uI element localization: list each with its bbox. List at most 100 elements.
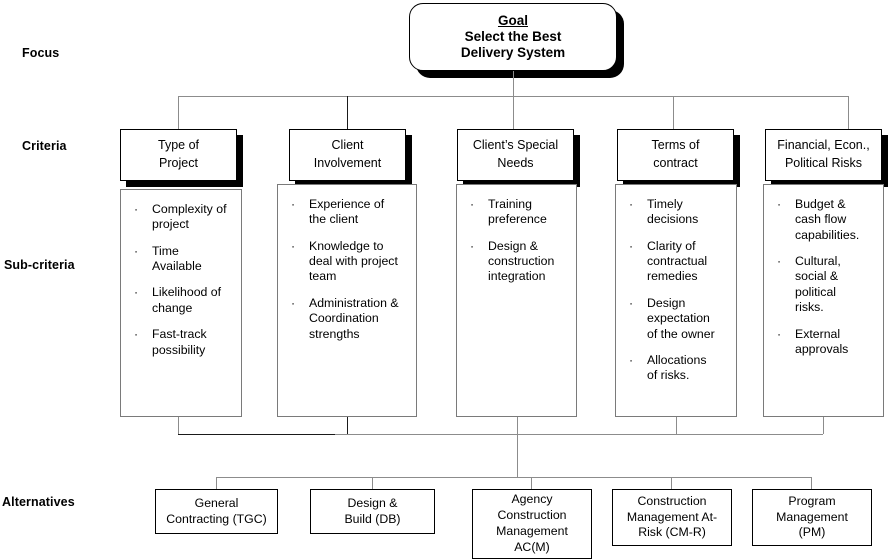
connector-gather-bus-left xyxy=(178,434,335,435)
connector-sub-riser-5 xyxy=(823,417,824,434)
subcriteria-item-line: capabilities. xyxy=(795,227,860,242)
criteria-label-3-line-1: Client’s Special xyxy=(472,138,559,153)
subcriteria-box-4[interactable]: · Timely decisions · Clarity of contract… xyxy=(615,184,737,417)
row-label-alternatives: Alternatives xyxy=(2,495,75,509)
alternative-label-line: Design & xyxy=(347,495,398,510)
alternative-label-line: AC(M) xyxy=(514,539,550,554)
criteria-label-5-line-1: Financial, Econ., xyxy=(777,138,870,153)
subcriteria-item-line: Fast-track xyxy=(152,327,207,342)
subcriteria-box-5[interactable]: · Budget & cash flow capabilities. · Cul… xyxy=(763,184,884,417)
bullet-icon: · xyxy=(470,238,475,253)
alternative-label-line: Construction xyxy=(637,493,707,508)
subcriteria-item: · Fast-track possibility xyxy=(126,327,235,358)
alternative-box-5[interactable]: Program Management (PM) xyxy=(752,489,872,546)
subcriteria-item-line: Time xyxy=(152,243,179,258)
connector-sub-riser-2 xyxy=(347,417,348,434)
criteria-box-3[interactable]: Client’s Special Needs xyxy=(457,129,574,181)
alternative-box-4[interactable]: Construction Management At- Risk (CM-R) xyxy=(612,489,732,546)
alternative-label-line: Construction xyxy=(497,508,567,523)
criteria-label-4-line-2: contract xyxy=(653,156,698,170)
subcriteria-item-line: Available xyxy=(152,259,202,274)
subcriteria-item-line: Design xyxy=(647,295,686,310)
criteria-box-5[interactable]: Financial, Econ., Political Risks xyxy=(765,129,882,181)
subcriteria-item-line: team xyxy=(309,269,337,284)
subcriteria-item-line: Complexity of xyxy=(152,202,227,216)
subcriteria-item: · External approvals xyxy=(769,327,877,358)
subcriteria-item: · Cultural, social & political risks. xyxy=(769,254,877,315)
alternative-label-line: General xyxy=(194,495,239,510)
subcriteria-item: · Timely decisions xyxy=(621,197,730,228)
connector-gather-bus-right xyxy=(335,434,823,435)
subcriteria-box-1[interactable]: · Complexity of project · Time Available… xyxy=(120,189,242,417)
alternative-box-1[interactable]: General Contracting (TGC) xyxy=(155,489,278,534)
connector-criteria-drop-4 xyxy=(673,96,674,129)
subcriteria-item-line: cash flow xyxy=(795,212,847,227)
criteria-box-1[interactable]: Type of Project xyxy=(120,129,237,181)
row-label-focus: Focus xyxy=(22,46,60,60)
subcriteria-item-line: of risks. xyxy=(647,368,690,383)
bullet-icon: · xyxy=(134,202,139,216)
bullet-icon: · xyxy=(629,295,634,310)
subcriteria-box-3[interactable]: · Training preference · Design & constru… xyxy=(456,184,577,417)
subcriteria-item: · Design expectation of the owner xyxy=(621,296,730,342)
subcriteria-item-line: risks. xyxy=(795,300,824,315)
subcriteria-item-line: Likelihood of xyxy=(152,285,222,300)
subcriteria-item: · Design & construction integration xyxy=(462,239,570,285)
subcriteria-item: · Complexity of project xyxy=(126,202,235,233)
subcriteria-item-line: of the owner xyxy=(647,326,715,341)
subcriteria-item-line: Budget & xyxy=(795,197,846,211)
connector-sub-riser-1 xyxy=(178,417,179,434)
bullet-icon: · xyxy=(291,238,296,253)
bullet-icon: · xyxy=(629,238,634,253)
alternative-label-line: Build (DB) xyxy=(344,511,401,526)
subcriteria-item-line: Experience of xyxy=(309,197,385,211)
subcriteria-item-line: decisions xyxy=(647,212,699,227)
connector-alternatives-drop-3 xyxy=(531,477,532,489)
subcriteria-item-line: Clarity of xyxy=(647,238,696,253)
connector-alternatives-drop-1 xyxy=(216,477,217,489)
connector-sub-riser-4 xyxy=(676,417,677,434)
connector-criteria-drop-5 xyxy=(848,96,849,129)
criteria-box-2[interactable]: Client Involvement xyxy=(289,129,406,181)
subcriteria-item: · Allocations of risks. xyxy=(621,353,730,384)
subcriteria-item-line: Coordination xyxy=(309,311,379,326)
alternative-label-line: Risk (CM-R) xyxy=(638,525,706,540)
alternative-box-3[interactable]: Agency Construction Management AC(M) xyxy=(472,489,592,559)
alternative-label-line: Management At- xyxy=(626,509,718,524)
subcriteria-item-line: construction xyxy=(488,254,555,269)
alternative-box-2[interactable]: Design & Build (DB) xyxy=(310,489,435,534)
subcriteria-item: · Training preference xyxy=(462,197,570,228)
bullet-icon: · xyxy=(291,197,296,211)
goal-line-2: Delivery System xyxy=(460,44,566,60)
goal-line-1: Select the Best xyxy=(464,28,562,44)
bullet-icon: · xyxy=(777,197,782,211)
subcriteria-item-line: deal with project xyxy=(309,254,398,269)
criteria-label-4-line-1: Terms of xyxy=(651,138,700,153)
subcriteria-item-line: Design & xyxy=(488,238,538,253)
subcriteria-item: · Knowledge to deal with project team xyxy=(283,239,410,285)
alternative-label-line: Program xyxy=(788,493,836,508)
subcriteria-item: · Time Available xyxy=(126,244,235,275)
subcriteria-box-2[interactable]: · Experience of the client · Knowledge t… xyxy=(277,184,417,417)
bullet-icon: · xyxy=(777,326,782,341)
subcriteria-item: · Budget & cash flow capabilities. xyxy=(769,197,877,243)
alternative-label-line: (PM) xyxy=(798,525,826,540)
criteria-label-2-line-1: Client xyxy=(331,138,364,153)
subcriteria-item-line: Allocations xyxy=(647,352,707,367)
criteria-label-5-line-2: Political Risks xyxy=(784,156,863,170)
bullet-icon: · xyxy=(629,197,634,211)
subcriteria-item: · Experience of the client xyxy=(283,197,410,228)
bullet-icon: · xyxy=(134,285,139,300)
bullet-icon: · xyxy=(134,327,139,342)
goal-box[interactable]: Goal Select the Best Delivery System xyxy=(409,3,617,71)
alternative-label-line: Management xyxy=(776,509,848,524)
subcriteria-item-line: Timely xyxy=(647,197,683,211)
goal-heading: Goal xyxy=(497,12,528,28)
criteria-box-4[interactable]: Terms of contract xyxy=(617,129,734,181)
connector-alternatives-drop-4 xyxy=(671,477,672,489)
subcriteria-item-line: Training xyxy=(488,197,532,211)
criteria-label-2-line-2: Involvement xyxy=(313,156,382,170)
criteria-label-1-line-2: Project xyxy=(159,156,198,170)
connector-alternatives-stem xyxy=(517,434,518,477)
subcriteria-item: · Likelihood of change xyxy=(126,285,235,316)
